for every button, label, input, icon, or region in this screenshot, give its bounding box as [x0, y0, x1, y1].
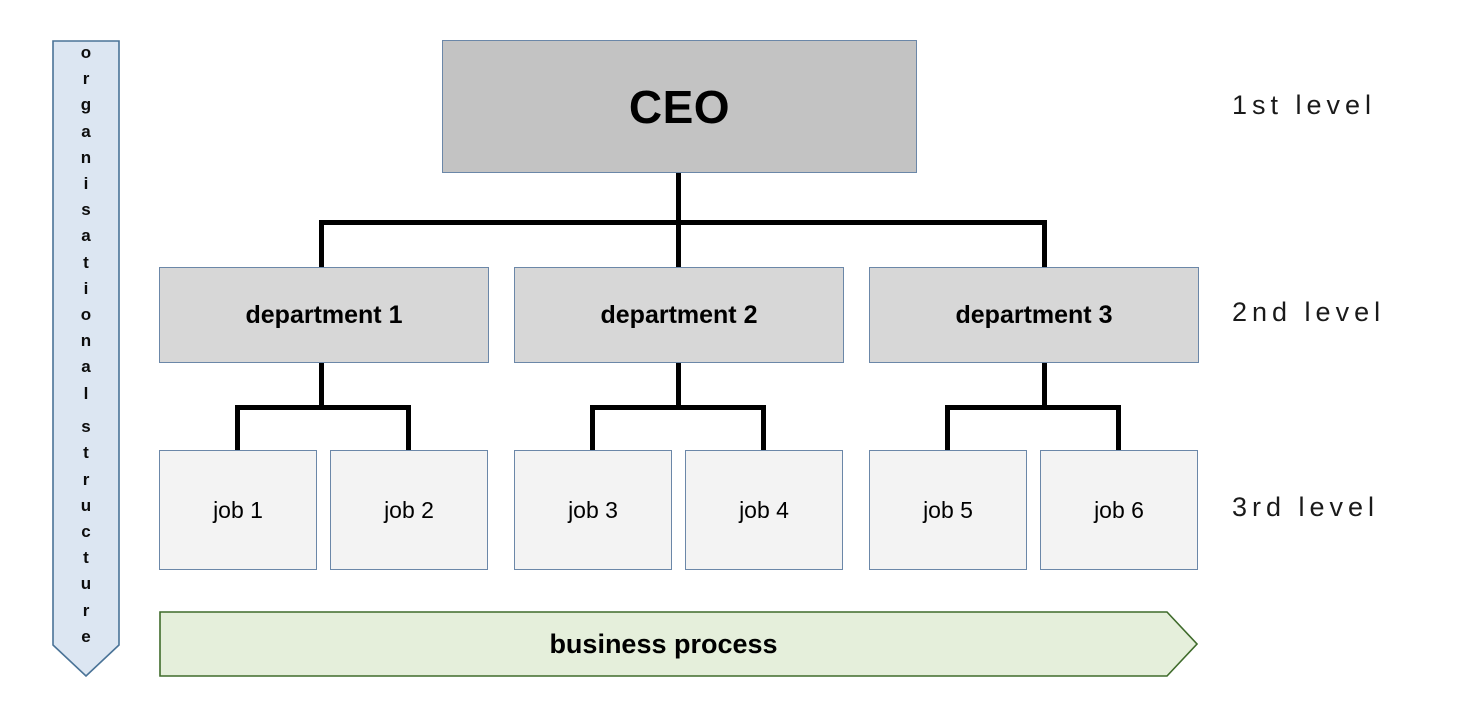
connector-ceo-to-department-1 — [319, 220, 324, 269]
level-label-1: 1st level — [1232, 90, 1377, 120]
right-arrow-shape — [159, 611, 1198, 677]
organisational-structure-arrow: o r g a n i s a t i o n a l s t r u c t … — [52, 40, 120, 677]
connector-department-3-bus — [945, 405, 1121, 410]
connector-ceo-stem — [676, 173, 681, 225]
connector-department-3-to-job-5 — [945, 405, 950, 452]
connector-department-1-to-job-2 — [406, 405, 411, 452]
node-ceo-label: CEO — [628, 80, 731, 133]
node-department-2-label: department 2 — [600, 300, 758, 329]
node-job-2-label: job 2 — [384, 496, 434, 523]
node-department-3-label: department 3 — [955, 300, 1113, 329]
connector-department-1-bus — [235, 405, 411, 410]
node-department-2[interactable]: department 2 — [514, 267, 844, 363]
connector-department-2-stem — [676, 362, 681, 410]
connector-ceo-to-department-3 — [1042, 220, 1047, 269]
connector-ceo-to-department-2 — [676, 220, 681, 269]
level-label-2: 2nd level — [1232, 297, 1386, 327]
node-job-6-label: job 6 — [1094, 496, 1144, 523]
node-job-5[interactable]: job 5 — [869, 450, 1027, 570]
down-arrow-shape — [52, 40, 120, 677]
node-job-4-label: job 4 — [739, 496, 789, 523]
node-job-4[interactable]: job 4 — [685, 450, 843, 570]
node-job-1[interactable]: job 1 — [159, 450, 317, 570]
connector-department-3-stem — [1042, 362, 1047, 410]
node-job-3[interactable]: job 3 — [514, 450, 672, 570]
node-job-6[interactable]: job 6 — [1040, 450, 1198, 570]
connector-department-2-to-job-3 — [590, 405, 595, 452]
connector-department-1-stem — [319, 362, 324, 410]
connector-department-3-to-job-6 — [1116, 405, 1121, 452]
node-department-3[interactable]: department 3 — [869, 267, 1199, 363]
node-ceo[interactable]: CEO — [442, 40, 917, 173]
business-process-arrow: business process — [159, 611, 1198, 677]
node-department-1-label: department 1 — [245, 300, 403, 329]
level-label-3: 3rd level — [1232, 492, 1380, 522]
node-department-1[interactable]: department 1 — [159, 267, 489, 363]
connector-ceo-bus — [319, 220, 1047, 225]
node-job-3-label: job 3 — [568, 496, 618, 523]
node-job-1-label: job 1 — [213, 496, 263, 523]
connector-department-2-bus — [590, 405, 766, 410]
connector-department-1-to-job-1 — [235, 405, 240, 452]
connector-department-2-to-job-4 — [761, 405, 766, 452]
node-job-2[interactable]: job 2 — [330, 450, 488, 570]
node-job-5-label: job 5 — [923, 496, 973, 523]
